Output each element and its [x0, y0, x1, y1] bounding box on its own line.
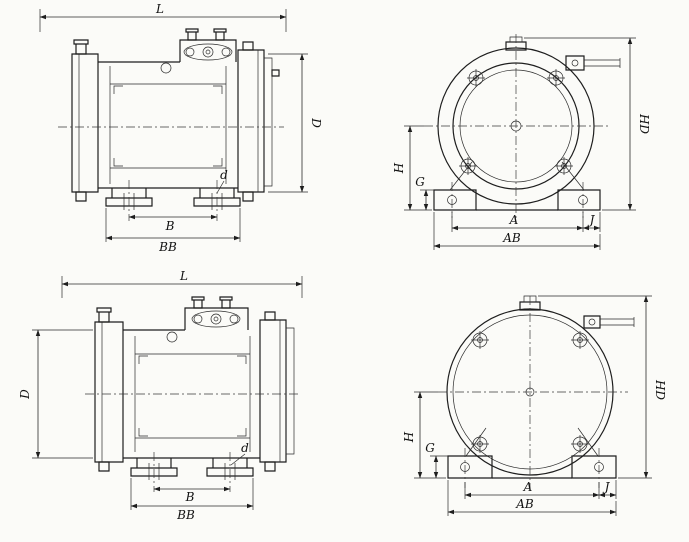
dim-label-G: G	[425, 441, 435, 455]
dim-label-A: A	[523, 480, 533, 494]
left-end-cover	[94, 321, 124, 463]
dim-label-AB: AB	[515, 497, 534, 511]
dim-label-L: L	[179, 269, 188, 283]
right-end-cover	[237, 49, 265, 193]
foot-hole-centerlines	[153, 452, 231, 492]
base-feet	[447, 427, 617, 479]
dim-J: J	[598, 480, 617, 499]
dim-AB: AB	[447, 480, 617, 516]
dim-label-D: D	[18, 389, 32, 400]
foot-hole-centerlines	[464, 448, 600, 488]
terminal-box	[184, 296, 249, 330]
mounting-feet	[130, 458, 254, 480]
dim-D: D	[268, 53, 323, 193]
right-end-cover	[259, 319, 287, 463]
dim-HD: HD	[524, 37, 651, 211]
dim-H: H	[402, 391, 446, 479]
flange-bolts	[459, 69, 573, 175]
dim-L: L	[39, 2, 287, 32]
dim-label-d: d	[241, 441, 249, 455]
dim-label-HD: HD	[637, 113, 651, 134]
dim-AB: AB	[433, 212, 601, 250]
top-cap	[519, 295, 541, 311]
base-feet	[433, 161, 601, 211]
view-end-top: H G HD A J AB	[392, 34, 651, 250]
view-end-bottom: H G HD A J AB	[402, 295, 667, 516]
dim-label-AB: AB	[502, 231, 521, 245]
dim-label-G: G	[415, 175, 425, 189]
dim-label-BB: BB	[176, 508, 195, 522]
dim-H: H	[392, 125, 432, 211]
dim-G: G	[415, 175, 434, 211]
mounting-feet	[105, 188, 241, 210]
dim-label-A: A	[509, 213, 519, 227]
flange-bolts	[471, 331, 589, 453]
dim-label-D: D	[309, 117, 323, 128]
dim-label-d: d	[220, 168, 228, 182]
dim-J: J	[582, 212, 601, 232]
dim-label-L: L	[155, 2, 164, 16]
dim-B: B	[128, 214, 218, 233]
dim-label-J: J	[602, 480, 611, 494]
dim-label-J: J	[587, 213, 596, 227]
dim-label-B: B	[185, 490, 195, 504]
dim-A: A	[451, 212, 584, 232]
dim-d: d	[230, 441, 249, 466]
lifting-eye-hole	[160, 62, 172, 74]
lifting-eye-hole	[166, 331, 178, 343]
dim-BB: BB	[105, 208, 241, 254]
dim-HD: HD	[538, 295, 667, 479]
view-side-top: L	[39, 2, 323, 254]
motor-side-outline	[71, 28, 280, 202]
dim-label-H: H	[402, 431, 416, 443]
motor-side-outline	[94, 296, 295, 472]
dim-label-B: B	[165, 219, 175, 233]
foot-hole-centerlines	[128, 180, 218, 221]
top-cap	[505, 36, 527, 51]
dim-d: d	[216, 168, 228, 194]
dim-label-H: H	[392, 162, 406, 174]
view-side-bottom: L	[18, 269, 303, 522]
dim-label-HD: HD	[653, 379, 667, 400]
cable-gland	[565, 55, 621, 71]
dim-G: G	[425, 441, 448, 479]
dim-L: L	[61, 269, 303, 298]
dim-BB: BB	[130, 478, 254, 522]
dim-D: D	[18, 329, 93, 459]
left-end-cover	[71, 53, 99, 193]
terminal-box-bolts	[185, 28, 227, 41]
cable-gland	[583, 315, 635, 329]
cover-bolts	[73, 39, 89, 202]
dim-B: B	[153, 486, 231, 504]
dim-label-BB: BB	[158, 240, 177, 254]
terminal-box	[179, 28, 237, 62]
